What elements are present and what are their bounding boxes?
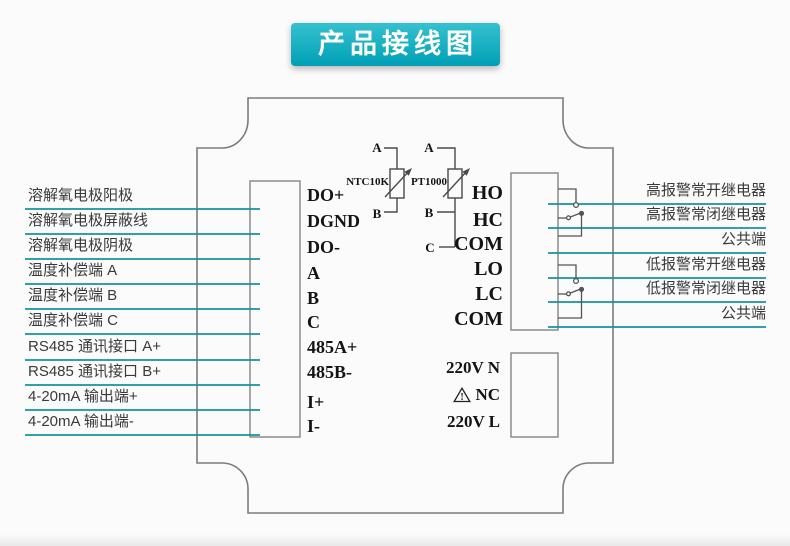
relay-terminal-label: HO (471, 182, 503, 204)
page-title: 产品接线图 (318, 29, 478, 59)
no-contact-icon (572, 277, 580, 285)
ntc-thermistor-symbol (384, 147, 412, 213)
terminal-label: 485B- (307, 362, 352, 382)
pt1000-name-label: PT1000 (410, 176, 447, 188)
relay-terminal-block (510, 172, 559, 331)
high-alarm-relay-symbol (558, 188, 585, 237)
power-terminal-block (510, 352, 559, 438)
terminal-label: B (307, 288, 320, 308)
arrow-head-icon (462, 168, 470, 176)
warning-mark: ! (461, 392, 464, 403)
ntc-name-label: NTC10K (346, 176, 389, 188)
no-contact-icon (572, 201, 580, 209)
relay-wire-lines (548, 203, 766, 328)
terminal-label: I- (307, 416, 320, 436)
pivot-contact-icon (565, 291, 572, 297)
pt1000-pin-a-label: A (424, 140, 434, 155)
relay-wire-label: 低报警常闭继电器 (645, 280, 766, 297)
pt1000-pin-b-label: B (424, 205, 434, 220)
panel-outline (196, 97, 614, 514)
relay-terminal-label: LC (475, 283, 503, 305)
terminal-label: DGND (307, 211, 360, 231)
left-wire-label: 温度补偿端 C (28, 312, 119, 329)
power-terminal-text: 220V L (446, 412, 500, 431)
ntc-pin-a-label: A (372, 140, 382, 155)
pivot-contact-icon (565, 215, 572, 221)
relay-wire-label: 高报警常闭继电器 (645, 206, 766, 223)
terminal-label: DO- (307, 237, 340, 257)
relay-wire-label: 高报警常开继电器 (645, 182, 766, 199)
relay-wire-label: 低报警常开继电器 (645, 256, 766, 273)
power-terminal-text: 220V N (446, 358, 500, 377)
power-terminal-label: 220V N (420, 357, 500, 379)
relay-terminal-label: LO (474, 258, 503, 280)
relay-wire-label: 公共端 (720, 231, 766, 248)
nc-contact-icon (578, 286, 585, 292)
arrow-head-icon (404, 168, 412, 176)
left-wire-label: 温度补偿端 A (28, 262, 118, 279)
title-banner: 产品接线图 (291, 23, 500, 66)
terminal-label: DO+ (307, 185, 345, 205)
power-terminal-label: ! NC (420, 384, 500, 406)
left-wire-label: 温度补偿端 B (28, 287, 118, 304)
pt1000-pin-c-label: C (425, 240, 435, 255)
power-terminal-label: 220V L (420, 411, 500, 433)
terminal-label: 485A+ (307, 337, 358, 357)
left-wire-label: 4-20mA 输出端- (28, 413, 134, 430)
left-wire-lines (25, 208, 260, 436)
left-wire-label: 溶解氧电极阳极 (28, 187, 134, 204)
left-wire-label: 溶解氧电极阴极 (28, 237, 134, 254)
relay-terminal-label: HC (473, 209, 503, 231)
left-wire-label: RS485 通讯接口 B+ (28, 363, 161, 380)
terminal-label: C (307, 312, 320, 332)
ntc-pin-b-label: B (372, 206, 382, 221)
nc-contact-icon (578, 210, 585, 216)
terminal-label: A (307, 263, 320, 283)
power-terminal-text: NC (475, 385, 500, 404)
left-wire-label: 4-20mA 输出端+ (28, 388, 138, 405)
relay-terminal-label: COM (454, 233, 503, 255)
pt1000-thermistor-symbol (437, 147, 470, 248)
left-wire-label: RS485 通讯接口 A+ (28, 338, 161, 355)
terminal-label: I+ (307, 392, 325, 412)
warning-icon: ! (453, 387, 472, 403)
relay-wire-label: 公共端 (720, 305, 766, 322)
page-edge-shadow (0, 534, 790, 546)
relay-terminal-label: COM (454, 308, 503, 330)
left-wire-label: 溶解氧电极屏蔽线 (28, 212, 149, 229)
low-alarm-relay-symbol (558, 264, 585, 319)
